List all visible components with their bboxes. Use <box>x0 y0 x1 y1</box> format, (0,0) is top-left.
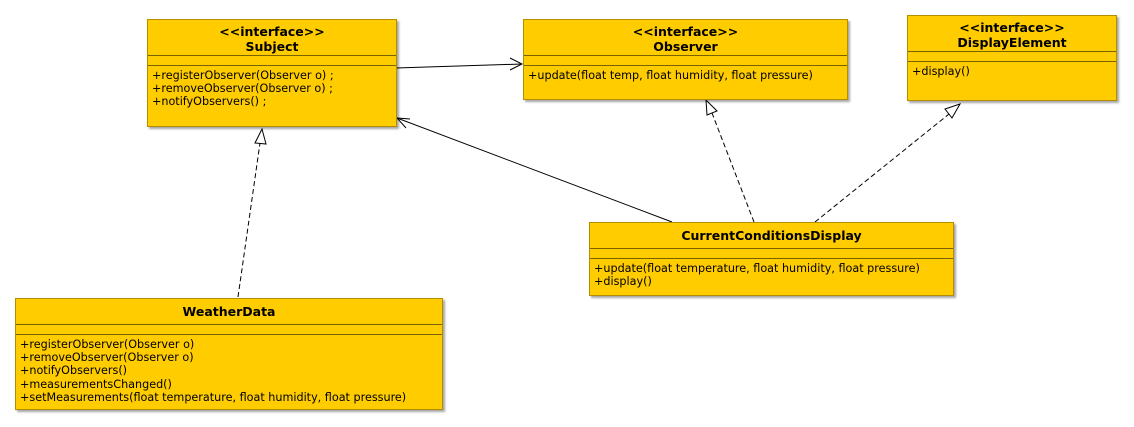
displayelement-name: DisplayElement <box>957 35 1067 50</box>
weatherdata-header: WeatherData <box>16 299 442 324</box>
currentconditionsdisplay-attributes-compartment <box>590 248 953 258</box>
weatherdata-operation: +registerObserver(Observer o) <box>20 338 195 351</box>
observer-operations: +update(float temp, float humidity, floa… <box>524 65 847 84</box>
weatherdata-operation: +removeObserver(Observer o) <box>20 351 194 365</box>
currentconditionsdisplay-header: CurrentConditionsDisplay <box>590 223 953 248</box>
weatherdata-operation: +measurementsChanged() <box>20 377 172 391</box>
displayelement-attributes-compartment <box>908 51 1116 61</box>
weatherdata-operation: +notifyObservers() <box>20 364 128 378</box>
subject-interface-box[interactable]: <<interface>> Subject +registerObserver(… <box>147 19 397 127</box>
displayelement-header: <<interface>> DisplayElement <box>908 16 1116 51</box>
subject-attributes-compartment <box>148 55 396 65</box>
realization-display-displayelement <box>814 103 962 223</box>
subject-name: Subject <box>245 39 299 54</box>
displayelement-operation: +display() <box>912 65 970 78</box>
displayelement-stereotype: <<interface>> <box>959 20 1065 35</box>
weatherdata-operation: +setMeasurements(float temperature, floa… <box>20 390 407 404</box>
observer-header: <<interface>> Observer <box>524 20 847 55</box>
realization-display-observer <box>705 98 755 223</box>
association-subject-observer <box>395 57 524 71</box>
subject-operations: +registerObserver(Observer o) ; +removeO… <box>148 65 396 111</box>
currentconditionsdisplay-operation: +display() <box>594 275 652 289</box>
currentconditionsdisplay-operations: +update(float temperature, float humidit… <box>590 258 953 290</box>
weatherdata-operations: +registerObserver(Observer o) +removeObs… <box>16 334 442 406</box>
subject-operation: +registerObserver(Observer o) ; <box>152 69 334 82</box>
weatherdata-class-box[interactable]: WeatherData +registerObserver(Observer o… <box>15 298 443 410</box>
subject-stereotype: <<interface>> <box>219 24 325 39</box>
currentconditionsdisplay-class-box[interactable]: CurrentConditionsDisplay +update(float t… <box>589 222 954 296</box>
observer-interface-box[interactable]: <<interface>> Observer +update(float tem… <box>523 19 848 100</box>
weatherdata-attributes-compartment <box>16 324 442 334</box>
displayelement-interface-box[interactable]: <<interface>> DisplayElement +display() <box>907 15 1117 101</box>
observer-attributes-compartment <box>524 55 847 65</box>
weatherdata-name: WeatherData <box>182 304 276 319</box>
observer-stereotype: <<interface>> <box>632 24 739 39</box>
currentconditionsdisplay-name: CurrentConditionsDisplay <box>681 228 862 243</box>
subject-header: <<interface>> Subject <box>148 20 396 55</box>
observer-operation: +update(float temp, float humidity, floa… <box>528 69 813 82</box>
currentconditionsdisplay-operation: +update(float temperature, float humidit… <box>594 262 920 275</box>
subject-operation: +notifyObservers() ; <box>152 95 267 109</box>
subject-operation: +removeObserver(Observer o) ; <box>152 82 333 96</box>
observer-name: Observer <box>653 39 718 54</box>
realization-weatherdata-subject <box>237 127 267 298</box>
displayelement-operations: +display() <box>908 61 1116 80</box>
association-display-subject <box>395 117 673 223</box>
